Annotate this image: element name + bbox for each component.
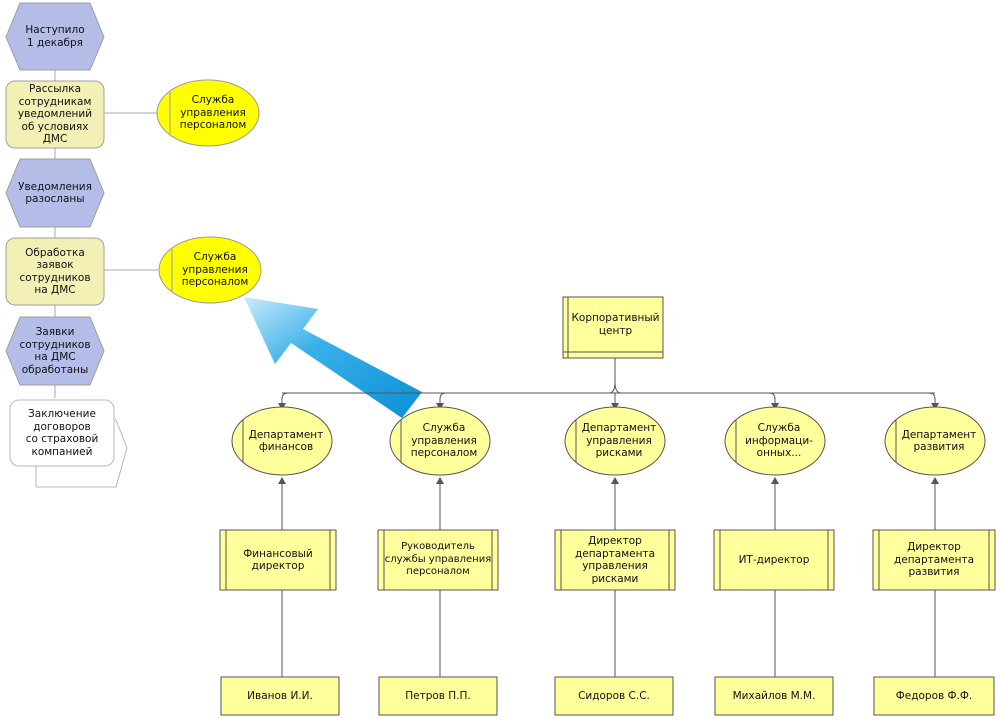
position-shape-4[interactable] [713, 529, 835, 591]
person-shape-3[interactable] [554, 676, 674, 716]
position-label-2: Руководитель службы управления персонало… [384, 541, 492, 578]
hr-unit-label-1: Служба управления персоналом [179, 94, 247, 132]
position-label-5: Директор департамента развития [893, 541, 975, 579]
event-shape-1[interactable] [5, 2, 105, 71]
function-label-1: Рассылка сотрудникам уведомлений об усло… [17, 83, 93, 146]
hr-unit-shape-2[interactable] [158, 236, 262, 304]
person-label-1: Иванов И.И. [247, 689, 313, 702]
function-shape-2[interactable] [5, 237, 105, 306]
org-root-shape[interactable] [562, 296, 664, 359]
position-shape-2[interactable] [377, 529, 499, 591]
hr-unit-label-2: Служба управления персоналом [181, 251, 249, 289]
position-label-1: Финансовый директор [243, 547, 313, 573]
department-label-1: Департамент финансов [248, 428, 324, 454]
event-label-3: Заявки сотрудников на ДМС обработаны [19, 326, 91, 376]
department-shape-5[interactable] [884, 406, 986, 476]
department-shape-1[interactable] [231, 406, 333, 476]
person-label-2: Петров П.П. [405, 689, 471, 702]
person-shape-5[interactable] [873, 676, 995, 716]
department-label-2: Служба управления персоналом [410, 422, 478, 460]
org-root-label: Корпоративный центр [571, 312, 660, 337]
org-connectors [281, 358, 936, 677]
position-shape-3[interactable] [554, 529, 676, 591]
person-label-3: Сидоров С.С. [578, 689, 650, 702]
position-label-3: Директор департамента управления рисками [574, 535, 656, 585]
hr-unit-shape-1[interactable] [156, 79, 260, 147]
person-shape-1[interactable] [220, 676, 340, 716]
department-shape-2[interactable] [389, 406, 491, 476]
function-label-2: Обработка заявок сотрудников на ДМС [19, 246, 91, 297]
event-shape-2[interactable] [5, 158, 105, 228]
position-shape-5[interactable] [872, 529, 996, 591]
process-interface-shape[interactable] [9, 399, 128, 488]
function-shape-1[interactable] [5, 80, 105, 149]
department-label-3: Департамент управления рисками [581, 422, 657, 460]
position-shape-1[interactable] [219, 529, 337, 591]
department-label-5: Департамент развития [901, 428, 977, 454]
event-label-2: Уведомления разосланы [18, 180, 92, 206]
process-interface-label: Заключение договоров со страховой компан… [25, 408, 99, 458]
position-label-4: ИТ-директор [738, 553, 810, 566]
person-label-5: Федоров Ф.Ф. [895, 689, 973, 702]
person-label-4: Михайлов М.М. [732, 689, 816, 702]
department-shape-3[interactable] [564, 406, 666, 476]
person-shape-2[interactable] [378, 676, 498, 716]
department-shape-4[interactable] [724, 406, 826, 476]
department-label-4: Служба информаци- онных... [745, 422, 813, 460]
process-connectors [54, 70, 158, 398]
event-label-1: Наступило 1 декабря [25, 24, 85, 49]
person-shape-4[interactable] [714, 676, 834, 716]
event-shape-3[interactable] [5, 316, 105, 386]
highlight-arrow [244, 297, 422, 418]
